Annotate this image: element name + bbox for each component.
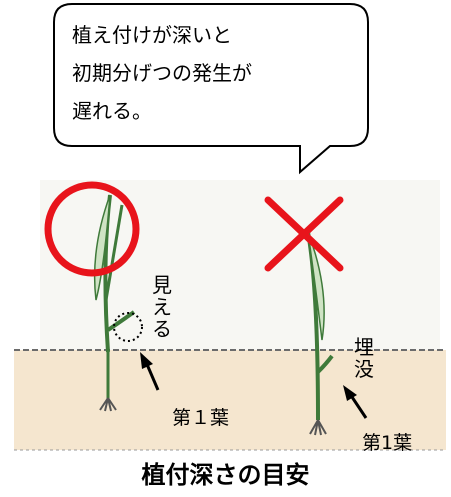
plant-deep: [306, 231, 334, 436]
visible-char-3: る: [152, 317, 172, 341]
bubble-line-1: 植え付けが深いと: [72, 23, 232, 47]
bubble-line-2: 初期分げつの発生が: [72, 61, 252, 85]
arrow-left-leaf: [140, 352, 160, 391]
visible-char-2: え: [152, 295, 172, 319]
soil-area: [14, 350, 446, 450]
visible-label: 見 え る: [150, 274, 174, 340]
correct-mark-circle: [44, 181, 140, 277]
first-leaf-label-left: 第１葉: [172, 407, 230, 429]
speech-bubble: [53, 3, 369, 175]
buried-char-2: 没: [354, 357, 374, 381]
arrow-right-leaf: [343, 385, 368, 419]
visible-leaf-highlight: [113, 312, 143, 342]
buried-char-1: 埋: [354, 335, 374, 359]
first-leaf-label-right: 第1葉: [362, 432, 413, 454]
speech-bubble-text: 植え付けが深いと 初期分げつの発生が 遅れる。: [72, 16, 362, 130]
wrong-mark-cross: [264, 196, 344, 272]
buried-label: 埋 没: [352, 336, 376, 380]
bubble-line-3: 遅れる。: [72, 99, 152, 123]
visible-char-1: 見: [152, 273, 172, 297]
diagram-caption: 植付深さの目安: [141, 461, 310, 489]
